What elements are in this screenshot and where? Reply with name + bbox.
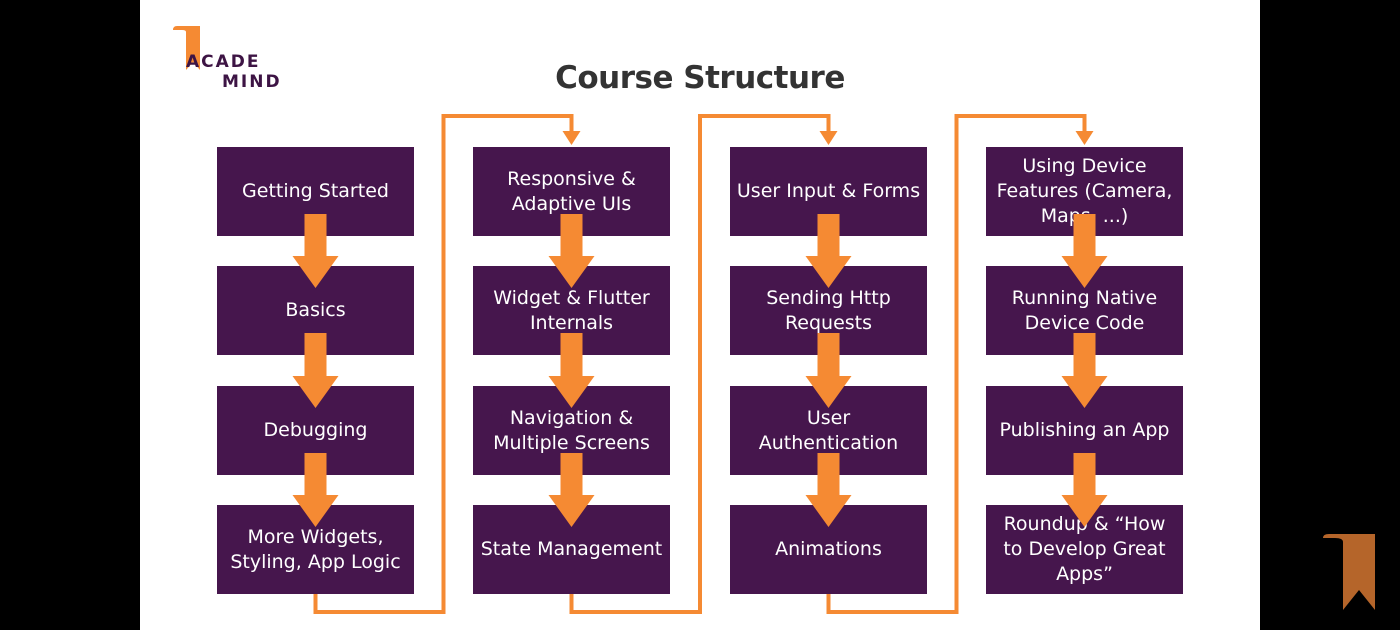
connector-arrowhead [819, 131, 838, 145]
connector-arrowhead [1075, 131, 1094, 145]
academind-logo: ACADE MIND [170, 26, 290, 96]
module-box: Roundup & “How to Develop Great Apps” [986, 505, 1183, 594]
module-box: More Widgets, Styling, App Logic [217, 505, 414, 594]
academind-bookmark-icon [173, 26, 200, 70]
module-box: Sending Http Requests [730, 266, 927, 355]
module-box: Running Native Device Code [986, 266, 1183, 355]
connector-arrowhead [562, 131, 581, 145]
column-connector [569, 114, 831, 614]
module-box: User Input & Forms [730, 147, 927, 236]
slide-title: Course Structure [555, 60, 845, 96]
bookmark-icon [1323, 534, 1375, 610]
module-box: State Management [473, 505, 670, 594]
module-box: Debugging [217, 386, 414, 475]
module-box: Widget & Flutter Internals [473, 266, 670, 355]
module-box: Getting Started [217, 147, 414, 236]
column-connector [313, 114, 574, 614]
logo-line-2: MIND [222, 72, 282, 92]
logo-line-1: ACADE [186, 52, 261, 72]
column-connector [826, 114, 1087, 614]
module-box: Using Device Features (Camera, Maps, ...… [986, 147, 1183, 236]
module-box: Animations [730, 505, 927, 594]
module-box: Basics [217, 266, 414, 355]
module-box: Navigation & Multiple Screens [473, 386, 670, 475]
module-box: User Authentication [730, 386, 927, 475]
module-box: Responsive & Adaptive UIs [473, 147, 670, 236]
module-box: Publishing an App [986, 386, 1183, 475]
